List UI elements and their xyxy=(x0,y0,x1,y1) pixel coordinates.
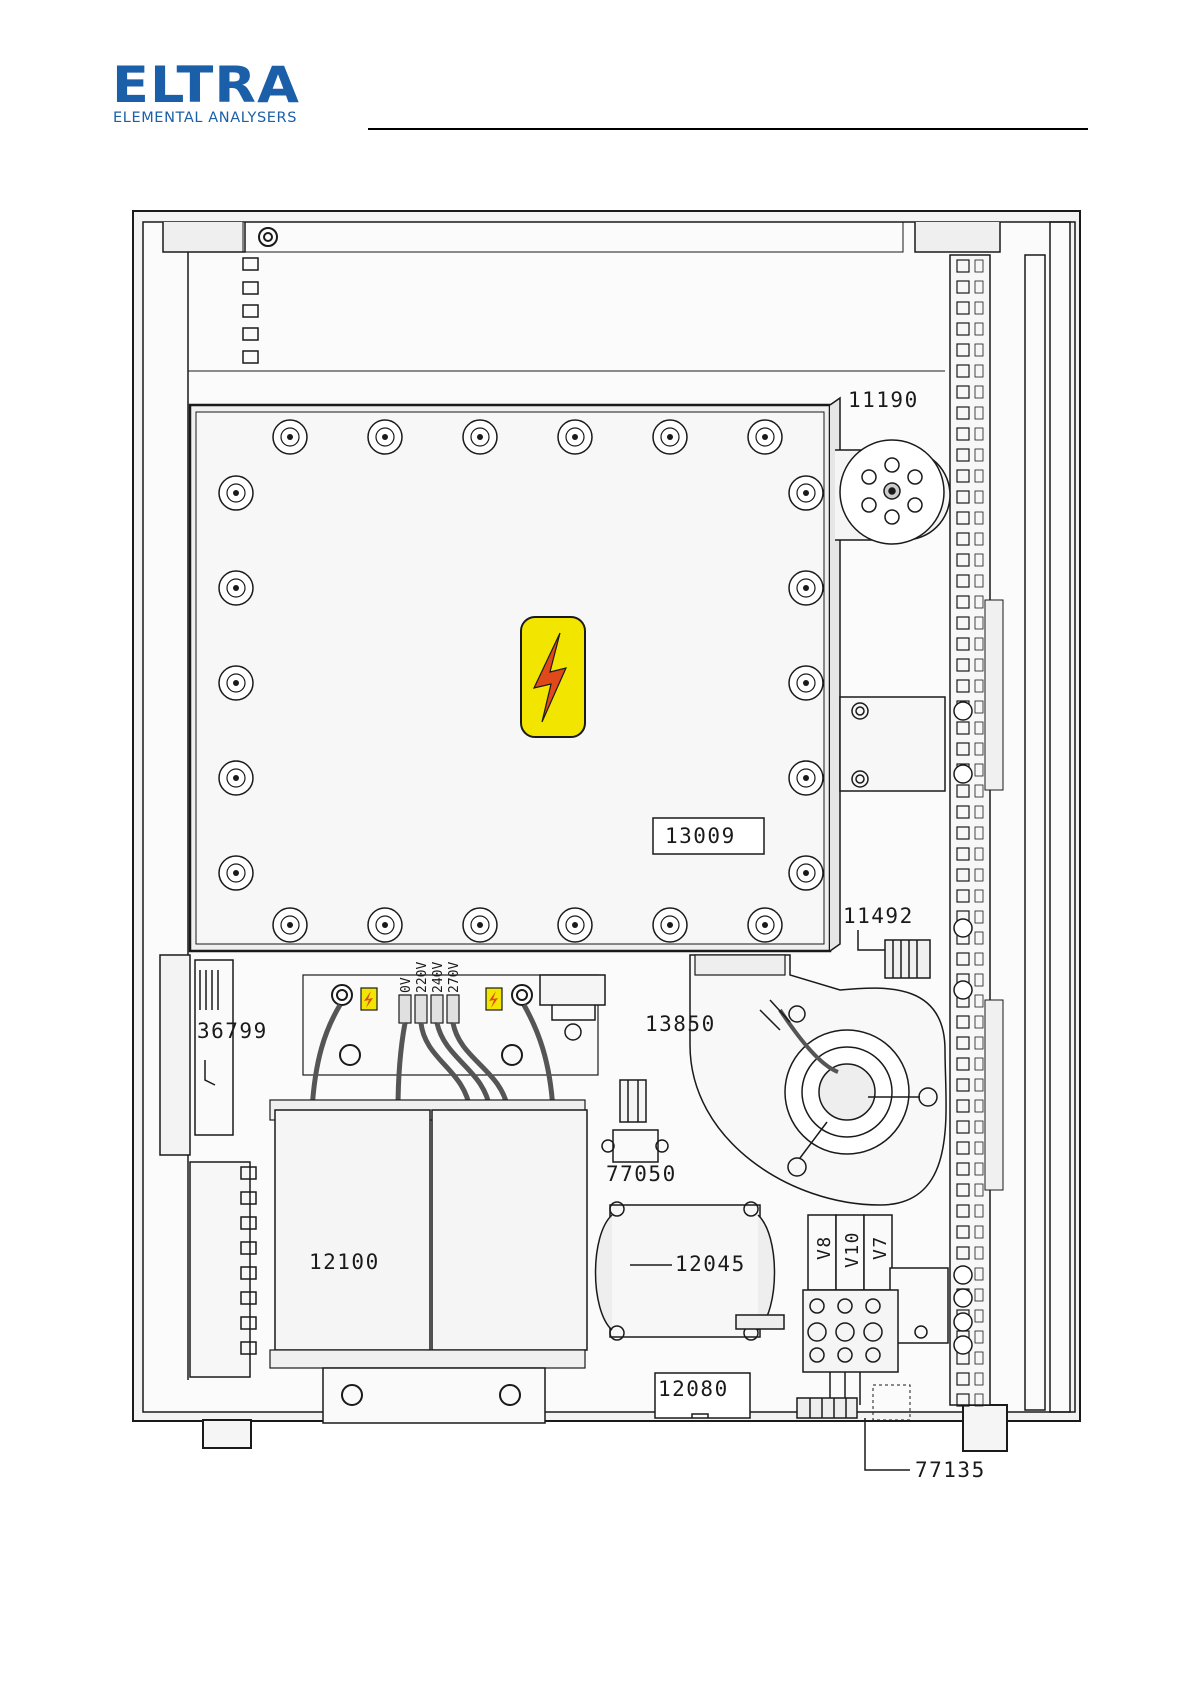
part-label-13009: 13009 xyxy=(665,824,736,848)
strip-screw xyxy=(954,765,972,783)
part-label-77050: 77050 xyxy=(606,1162,677,1186)
transformer-12100 xyxy=(270,975,598,1423)
furnace-screw xyxy=(558,420,592,454)
part-label-13850: 13850 xyxy=(645,1012,716,1036)
furnace-screw xyxy=(219,856,253,890)
part-label-11492: 11492 xyxy=(843,904,914,928)
furnace-screw xyxy=(789,761,823,795)
high-voltage-warning-icon xyxy=(521,617,585,737)
side-bracket xyxy=(840,697,945,791)
furnace-screw xyxy=(368,420,402,454)
voltage-tap-220v: 220V xyxy=(415,962,430,993)
furnace-box-13009 xyxy=(190,398,840,951)
furnace-screw xyxy=(219,666,253,700)
strip-screw xyxy=(954,702,972,720)
part-label-12100: 12100 xyxy=(309,1250,380,1274)
voltage-tap-270v: 270V xyxy=(447,962,462,993)
furnace-screw xyxy=(273,908,307,942)
furnace-screw xyxy=(463,420,497,454)
left-terminal-strip-bottom xyxy=(190,1162,256,1377)
strip-screw xyxy=(954,919,972,937)
furnace-screw xyxy=(653,908,687,942)
part-label-12045: 12045 xyxy=(675,1252,746,1276)
furnace-screw xyxy=(558,908,592,942)
part-label-36799: 36799 xyxy=(197,1019,268,1043)
furnace-screw xyxy=(653,420,687,454)
strip-screw xyxy=(954,1266,972,1284)
furnace-screw xyxy=(789,476,823,510)
voltage-tap-240v: 240V xyxy=(431,962,446,993)
valve-label-v10: V10 xyxy=(842,1231,863,1268)
strip-screw xyxy=(954,1336,972,1354)
valve-label-v7: V7 xyxy=(870,1235,891,1260)
part-label-11190: 11190 xyxy=(848,388,919,412)
furnace-screw xyxy=(463,908,497,942)
furnace-screw xyxy=(219,476,253,510)
furnace-screw xyxy=(273,420,307,454)
strip-screw xyxy=(954,1289,972,1307)
furnace-screw xyxy=(219,761,253,795)
valve-label-v8: V8 xyxy=(814,1235,835,1260)
furnace-screw xyxy=(789,856,823,890)
part-label-77135: 77135 xyxy=(915,1458,986,1482)
terminal-block-36799 xyxy=(160,955,233,1155)
furnace-screw xyxy=(748,420,782,454)
voltage-tap-0v: 0V xyxy=(399,977,414,993)
strip-screw xyxy=(954,981,972,999)
furnace-screw xyxy=(219,571,253,605)
furnace-screw xyxy=(789,571,823,605)
part-label-12080: 12080 xyxy=(658,1377,729,1401)
furnace-screw xyxy=(368,908,402,942)
strip-screw xyxy=(954,1313,972,1331)
furnace-screw xyxy=(748,908,782,942)
furnace-screw xyxy=(789,666,823,700)
